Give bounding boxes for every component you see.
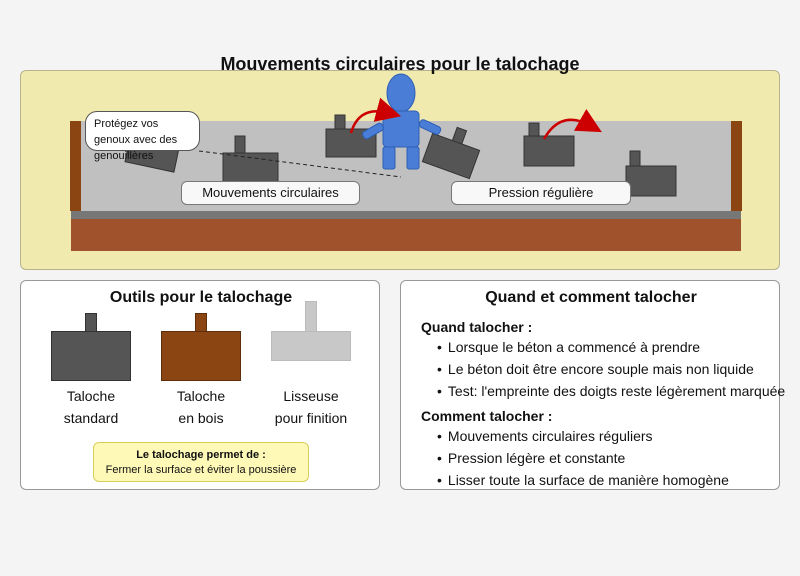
list-item: Le béton doit être encore souple mais no… (437, 358, 785, 380)
list-item: Mouvements circulaires réguliers (437, 425, 729, 447)
ground-layer (71, 219, 741, 251)
rotation-arrow-icon (349, 97, 402, 134)
page-title: Mouvements circulaires pour le talochage (220, 54, 580, 74)
wood-float-icon (161, 331, 241, 381)
knee-protection-tip: Protégez vos genoux avec des genouillère… (85, 111, 200, 162)
list-item: Pression légère et constante (437, 447, 729, 469)
tip-pointer-line (198, 150, 402, 178)
scene-illustration (70, 73, 742, 251)
tools-panel-title: Outils pour le talochage (109, 289, 293, 306)
formwork-left (70, 121, 81, 211)
when-heading: Quand talocher : (421, 319, 533, 335)
smoothing-trowel-handle (305, 301, 317, 333)
gravel-layer (71, 211, 741, 219)
tools-panel: Outils pour le talochage Taloche standar… (20, 280, 380, 490)
formwork-right (731, 121, 742, 211)
list-item: Lorsque le béton a commencé à prendre (437, 336, 785, 358)
talochage-purpose-note: Le talochage permet de : Fermer la surfa… (93, 442, 309, 482)
standard-float-handle (85, 313, 97, 333)
float-icon (625, 150, 677, 197)
how-heading: Comment talocher : (421, 408, 553, 424)
wood-float-handle (195, 313, 207, 333)
tool-label-standard: Taloche standard (63, 388, 119, 426)
when-how-panel: Quand et comment talocher Quand talocher… (400, 280, 785, 491)
tool-label-wood: Taloche en bois (176, 388, 226, 426)
list-item: Test: l'empreinte des doigts reste légèr… (437, 380, 785, 402)
float-icon (421, 126, 481, 180)
tool-label-smoothing: Lisseuse pour finition (274, 388, 348, 426)
label-circular-motion: Mouvements circulaires (181, 181, 360, 205)
smoothing-trowel-icon (271, 331, 351, 361)
standard-float-icon (51, 331, 131, 381)
list-item: Lisser toute la surface de manière homog… (437, 469, 729, 491)
when-list: Lorsque le béton a commencé à prendre Le… (437, 336, 785, 402)
label-regular-pressure: Pression régulière (451, 181, 631, 205)
float-icon (523, 122, 575, 167)
troweling-scene: Protégez vos genoux avec des genouillère… (20, 70, 780, 270)
how-list: Mouvements circulaires réguliers Pressio… (437, 425, 729, 491)
rotation-arrow-icon (542, 108, 602, 140)
when-how-panel-title: Quand et comment talocher (485, 289, 697, 306)
